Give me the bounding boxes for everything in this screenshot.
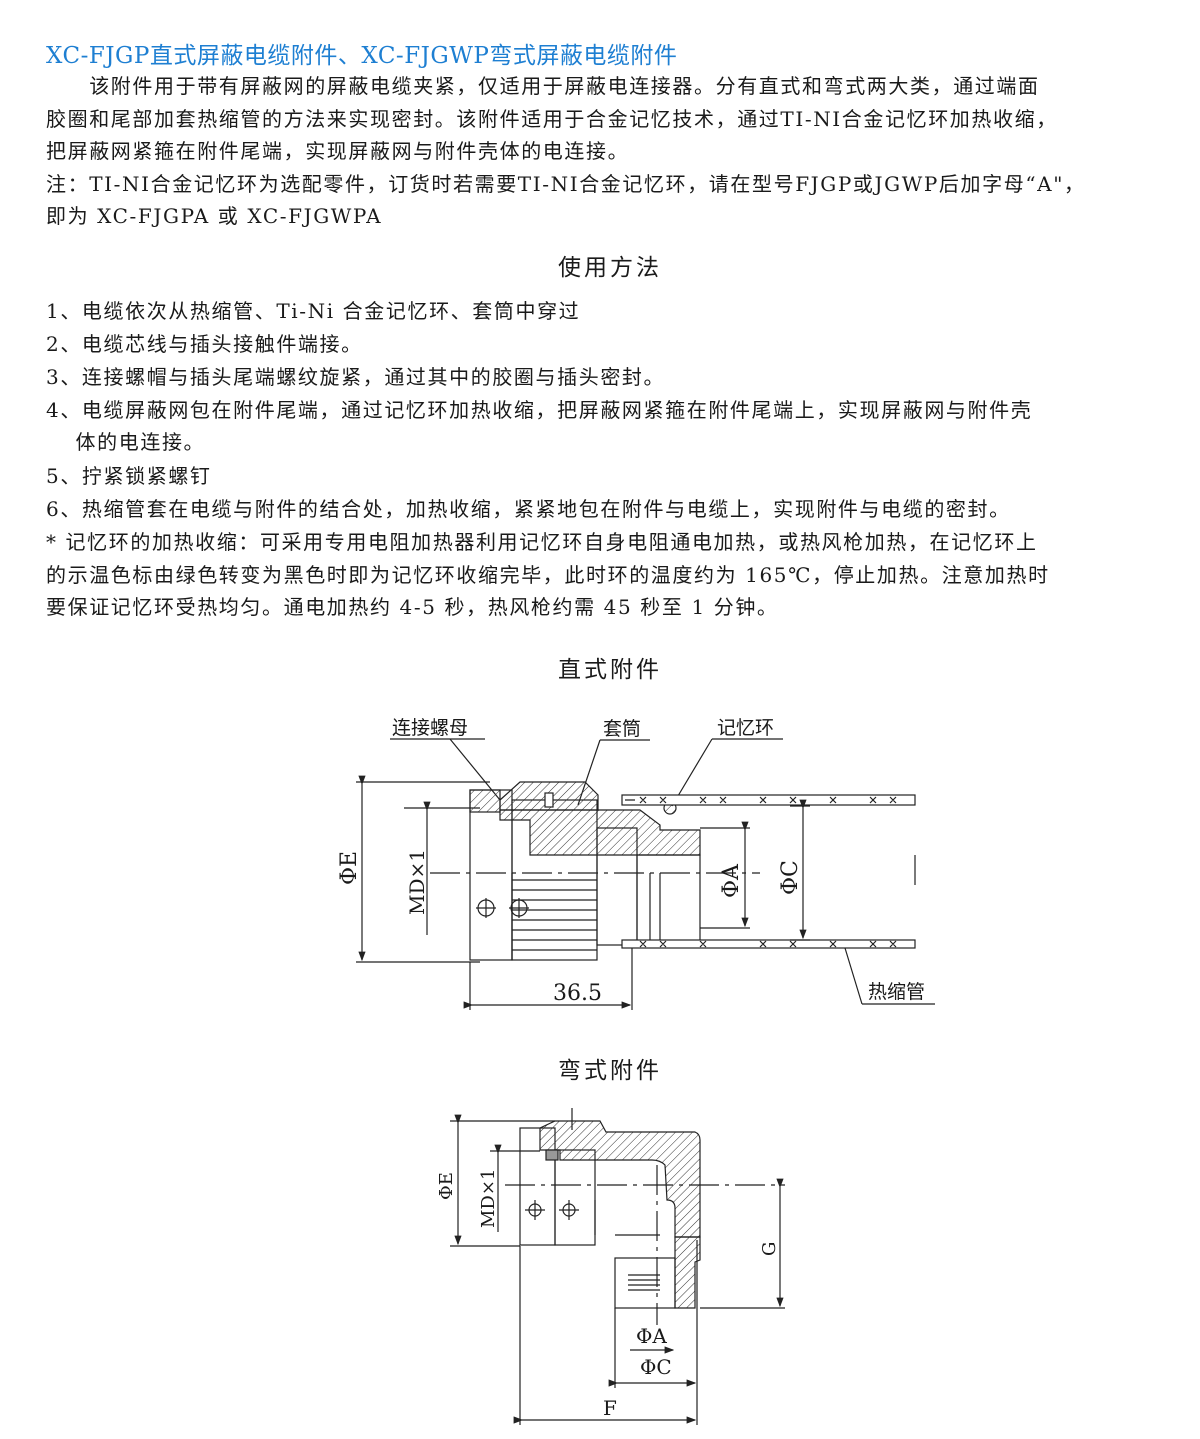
dim-phi-e: ΦE xyxy=(436,1172,457,1200)
usage-note: 要保证记忆环受热均匀。通电加热约 4-5 秒，热风枪约需 45 秒至 1 分钟。 xyxy=(46,595,779,619)
dim-phi-c: ΦC xyxy=(778,860,803,895)
usage-step: 2、电缆芯线与插头接触件端接。 xyxy=(46,332,363,356)
usage-note: * 记忆环的加热收缩：可采用专用电阻加热器利用记忆环自身电阻通电加热，或热风枪加… xyxy=(46,530,1038,554)
intro-line: 把屏蔽网紧箍在附件尾端，实现屏蔽网与附件壳体的电连接。 xyxy=(46,139,630,163)
label-nut: 连接螺母 xyxy=(392,717,468,739)
intro-line: 胶圈和尾部加套热缩管的方法来实现密封。该附件适用于合金记忆技术，通过TI-NI合… xyxy=(46,107,1058,131)
page-title: XC-FJGP直式屏蔽电缆附件、XC-FJGWP弯式屏蔽电缆附件 xyxy=(46,43,678,69)
dim-length: 36.5 xyxy=(553,981,602,1006)
label-ring: 记忆环 xyxy=(717,717,774,739)
dim-phi-a: ΦA xyxy=(636,1324,667,1348)
straight-drawing: 连接螺母 套筒 记忆环 热缩管 ΦE MD×1 xyxy=(337,717,935,1010)
usage-note: 的示温色标由绿色转变为黑色时即为记忆环收缩完毕，此时环的温度约为 165℃，停止… xyxy=(46,563,1050,587)
dim-md: MD×1 xyxy=(405,849,429,915)
usage-step: 5、拧紧锁紧螺钉 xyxy=(46,464,212,488)
knurl xyxy=(512,879,597,951)
dim-md: MD×1 xyxy=(478,1169,499,1228)
intro-note: 注：TI-NI合金记忆环为选配零件，订货时若需要TI-NI合金记忆环，请在型号F… xyxy=(46,172,1086,196)
bent-heading: 弯式附件 xyxy=(558,1058,662,1084)
usage-step: 6、热缩管套在电缆与附件的结合处，加热收缩，紧紧地包在附件与电缆上，实现附件与电… xyxy=(46,497,1011,521)
dim-phi-e: ΦE xyxy=(337,851,362,885)
dim-f: F xyxy=(603,1396,617,1420)
intro-note: 即为 XC-FJGPA 或 XC-FJGWPA xyxy=(46,204,383,228)
usage-step: 3、连接螺帽与插头尾端螺纹旋紧，通过其中的胶圈与插头密封。 xyxy=(46,365,666,389)
dim-phi-c: ΦC xyxy=(640,1355,672,1379)
bent-drawing: ΦE MD×1 G ΦA ΦC F xyxy=(436,1108,785,1425)
usage-step: 1、电缆依次从热缩管、Ti-Ni 合金记忆环、套筒中穿过 xyxy=(46,299,581,323)
dim-phi-a: ΦA xyxy=(719,863,744,898)
dim-g: G xyxy=(759,1242,780,1256)
usage-step: 体的电连接。 xyxy=(46,430,206,454)
label-shrink-tube: 热缩管 xyxy=(868,981,925,1003)
intro-line: 该附件用于带有屏蔽网的屏蔽电缆夹紧，仅适用于屏蔽电连接器。分有直式和弯式两大类，… xyxy=(46,74,1040,98)
usage-heading: 使用方法 xyxy=(558,255,662,281)
straight-heading: 直式附件 xyxy=(558,657,662,683)
label-sleeve: 套筒 xyxy=(603,718,641,740)
usage-step: 4、电缆屏蔽网包在附件尾端，通过记忆环加热收缩，把屏蔽网紧箍在附件尾端上，实现屏… xyxy=(46,398,1033,422)
